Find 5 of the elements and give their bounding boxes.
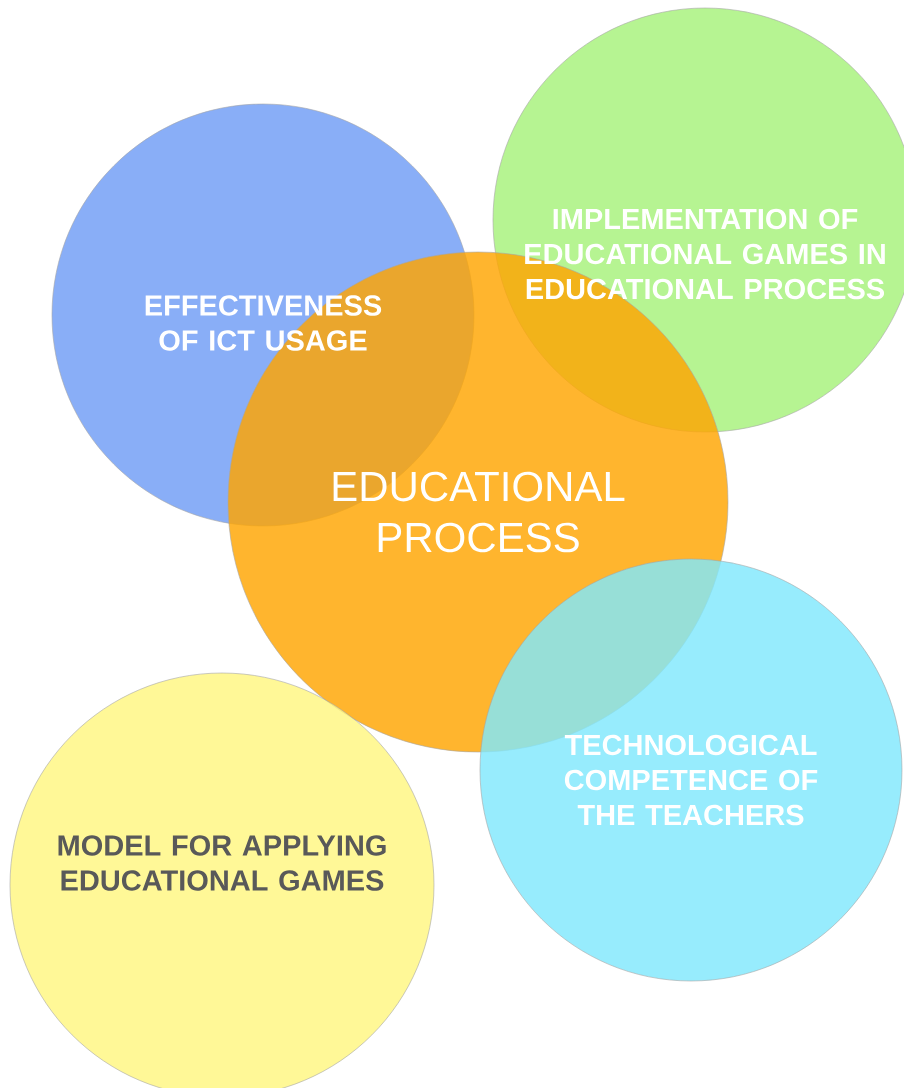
circle [479,558,903,982]
circle-label: TECHNOLOGICAL COMPETENCE OF THE TEACHERS [564,734,818,826]
circle-label: EDUCATIONAL PROCESS [333,471,625,553]
circle [9,672,435,1088]
circle-label: MODEL FOR APPLYING EDUCATIONAL GAMES [58,835,386,891]
